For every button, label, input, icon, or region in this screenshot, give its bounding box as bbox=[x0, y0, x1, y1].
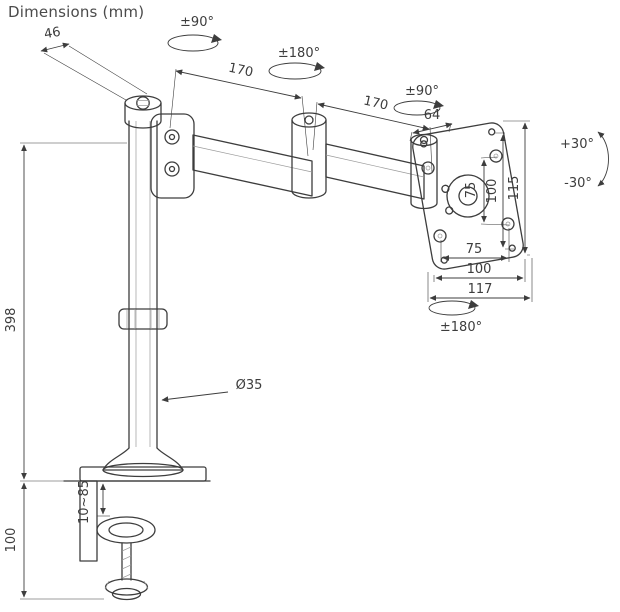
vesa-hole-top-left bbox=[421, 161, 435, 175]
tilt-arc-arrow-icon bbox=[597, 131, 609, 187]
clamp-knob-lobes bbox=[104, 580, 149, 590]
arm-segment-1 bbox=[192, 134, 313, 197]
vesa-screw-upper-icon bbox=[441, 184, 450, 193]
dim-arm1-line bbox=[175, 69, 302, 100]
dim-vesa75h-extlines bbox=[440, 228, 510, 262]
dim-vesa100h-extlines bbox=[433, 259, 526, 282]
dim-vesa100v-label: 100 bbox=[485, 179, 500, 204]
diagram-title: Dimensions (mm) bbox=[8, 3, 144, 21]
pole-cap-screw-icon bbox=[136, 96, 150, 110]
vesa-edge-hole bbox=[420, 140, 428, 148]
tilt-up-label: +30° bbox=[560, 137, 594, 152]
pole-cap-body bbox=[124, 102, 162, 129]
pole-shading bbox=[135, 121, 151, 447]
vesa-hole-center-mark bbox=[437, 233, 443, 239]
dim-arm2-extlines bbox=[312, 101, 433, 173]
clamp-top-plate bbox=[79, 466, 207, 482]
rotation-annotations: ±90° ±180° ±90° +30° -30° ±180° bbox=[167, 15, 609, 335]
clamp-screw-shaft bbox=[121, 542, 132, 581]
dim-arm1-extlines bbox=[169, 68, 309, 157]
clamp-screw-threads bbox=[121, 546, 132, 579]
rotation-pole-swivel-label: ±90° bbox=[180, 15, 214, 30]
pole-tube bbox=[128, 120, 158, 449]
elbow-joint-body bbox=[291, 119, 327, 199]
wrist-joint-screw-icon bbox=[419, 135, 429, 145]
dim-vesa115v-label: 115 bbox=[507, 176, 522, 201]
pole-base-skirt bbox=[102, 447, 184, 471]
clamp-knob-top bbox=[104, 578, 149, 596]
dim-vesa115v-extlines bbox=[503, 120, 530, 256]
vesa-hole-bottom-left bbox=[433, 229, 447, 243]
tilt-down-label: -30° bbox=[564, 176, 592, 191]
vesa-hole-top-right bbox=[489, 149, 503, 163]
rotation-arm-swivel-label: ±180° bbox=[278, 46, 320, 61]
arm-assembly bbox=[150, 112, 438, 210]
bracket-bolt-lower-center bbox=[168, 165, 176, 173]
clamp-back-bar bbox=[79, 480, 98, 562]
dim-vesa100h-label: 100 bbox=[467, 262, 492, 277]
rotation-vesa-label: ±180° bbox=[440, 320, 482, 335]
vesa-hole-center-mark bbox=[505, 221, 511, 227]
pole-cap-top bbox=[124, 95, 162, 111]
vesa-hub-outer bbox=[446, 174, 490, 218]
rotation-head-swivel-arrow-icon bbox=[393, 100, 441, 116]
dim-head-width-label: 64 bbox=[424, 108, 441, 123]
rotation-pole-swivel-arrow-icon bbox=[167, 34, 219, 52]
vesa-plate-outline bbox=[412, 122, 524, 270]
dim-pole-diameter-label: Ø35 bbox=[236, 378, 263, 393]
vesa-hole-center-mark bbox=[493, 153, 499, 159]
dim-clamp-range-label: 10~85 bbox=[77, 480, 92, 524]
dim-vesa117h-label: 117 bbox=[468, 282, 493, 297]
rotation-arm-swivel-arrowhead-icon bbox=[314, 62, 325, 71]
dim-cap-width-extlines bbox=[43, 45, 148, 101]
arm-segment-1-highlight bbox=[192, 145, 313, 173]
vesa-hub-inner bbox=[458, 186, 478, 206]
bracket-bolt-lower-icon bbox=[164, 161, 180, 177]
rotation-head-swivel-label: ±90° bbox=[405, 84, 439, 99]
rotation-arm-swivel-arrow-icon bbox=[268, 62, 322, 80]
pole-base-rim bbox=[102, 462, 184, 478]
pole-collar-notches bbox=[126, 309, 160, 329]
dim-arm1-label: 170 bbox=[227, 61, 254, 81]
dim-arm2-line bbox=[317, 102, 430, 131]
elbow-joint-cap bbox=[291, 112, 327, 128]
vesa-plate bbox=[412, 122, 524, 270]
dim-cap-width-line bbox=[40, 42, 70, 53]
dim-cap-width-label: 46 bbox=[43, 25, 62, 43]
dim-vesa100v-extlines bbox=[494, 132, 514, 250]
dim-vesa75h-label: 75 bbox=[466, 242, 483, 257]
bracket-bolt-upper-icon bbox=[164, 129, 180, 145]
arm-segment-2-highlight bbox=[325, 154, 425, 178]
rotation-head-swivel-arrowhead-icon bbox=[433, 100, 444, 109]
elbow-joint-screw-icon bbox=[304, 115, 314, 125]
arm-segment-2 bbox=[325, 143, 425, 200]
vesa-screw-lower-icon bbox=[445, 206, 454, 215]
pole-collar bbox=[118, 308, 168, 330]
rotation-pole-swivel-arrowhead-icon bbox=[211, 34, 222, 43]
dim-vesa75v-label: 75 bbox=[464, 182, 479, 199]
vesa-hole-center-mark bbox=[425, 165, 431, 171]
clamp-pad-outer bbox=[96, 516, 156, 544]
rotation-vesa-arrow-icon bbox=[428, 300, 476, 316]
clamp-knob-bottom bbox=[111, 587, 142, 601]
dim-pole-diameter-leader bbox=[161, 391, 229, 403]
dim-vesa117h-extlines bbox=[427, 258, 533, 302]
vesa-edge-hole bbox=[508, 244, 516, 252]
pole bbox=[102, 95, 184, 478]
dimension-annotations: 46 170 170 64 75 100 115 75 100 bbox=[4, 25, 533, 600]
rotation-vesa-arrowhead-icon bbox=[468, 300, 479, 309]
dim-pole-height-label: 398 bbox=[4, 308, 19, 333]
desk-clamp bbox=[63, 466, 211, 601]
bracket-bolt-upper-center bbox=[168, 133, 176, 141]
vesa-edge-hole bbox=[488, 128, 496, 136]
dim-clamp-height-label: 100 bbox=[4, 528, 19, 553]
dim-arm2-label: 170 bbox=[362, 94, 390, 114]
pole-cap-screw-hex bbox=[137, 100, 149, 106]
dim-pole-height-extlines bbox=[20, 142, 127, 482]
dim-head-width-line bbox=[412, 122, 453, 135]
pole-bracket bbox=[150, 113, 195, 199]
clamp-pad-inner bbox=[108, 522, 144, 538]
